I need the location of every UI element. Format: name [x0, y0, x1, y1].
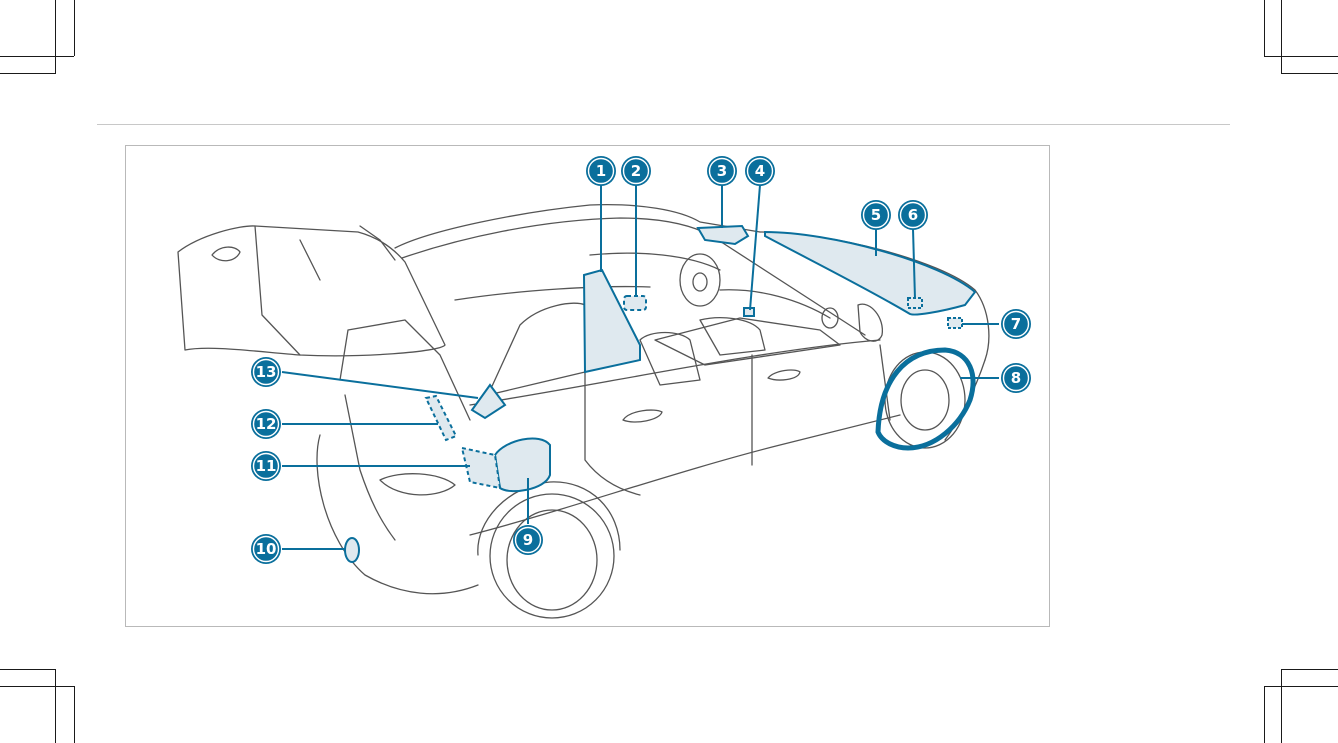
callout-2: 2: [621, 156, 651, 186]
callout-5: 5: [861, 200, 891, 230]
callout-number: 11: [256, 457, 277, 475]
tail-element: [345, 538, 359, 562]
callout-number: 8: [1011, 369, 1021, 387]
callout-3: 3: [707, 156, 737, 186]
highlighted-components: [345, 226, 975, 562]
dash-module: [744, 308, 754, 316]
bonnet-component: [908, 298, 922, 308]
callout-number: 5: [871, 206, 881, 224]
rear-trim-strip: [426, 396, 456, 440]
callout-number: 2: [631, 162, 641, 180]
fuel-flap: [495, 438, 550, 491]
rear-quarter-window: [472, 385, 505, 418]
callout-number: 4: [755, 162, 765, 180]
callout-number: 13: [256, 363, 277, 381]
wheel-arch-trim: [878, 350, 973, 448]
front-sensor: [948, 318, 962, 328]
socket-module: [462, 448, 500, 488]
callout-9: 9: [513, 525, 543, 555]
callout-4: 4: [745, 156, 775, 186]
callout-11: 11: [251, 451, 281, 481]
callout-number: 7: [1011, 315, 1021, 333]
module-2: [624, 296, 646, 310]
callout-10: 10: [251, 534, 281, 564]
roof-module: [698, 226, 748, 244]
callout-number: 10: [256, 540, 277, 558]
callout-number: 6: [908, 206, 918, 224]
callout-number: 3: [717, 162, 727, 180]
callout-6: 6: [898, 200, 928, 230]
callout-1: 1: [586, 156, 616, 186]
b-pillar-panel: [584, 270, 640, 372]
callout-13: 13: [251, 357, 281, 387]
callout-7: 7: [1001, 309, 1031, 339]
callout-number: 1: [596, 162, 606, 180]
callout-number: 12: [256, 415, 277, 433]
callout-number: 9: [523, 531, 533, 549]
callout-8: 8: [1001, 363, 1031, 393]
leader-lines: [282, 185, 999, 549]
callout-12: 12: [251, 409, 281, 439]
